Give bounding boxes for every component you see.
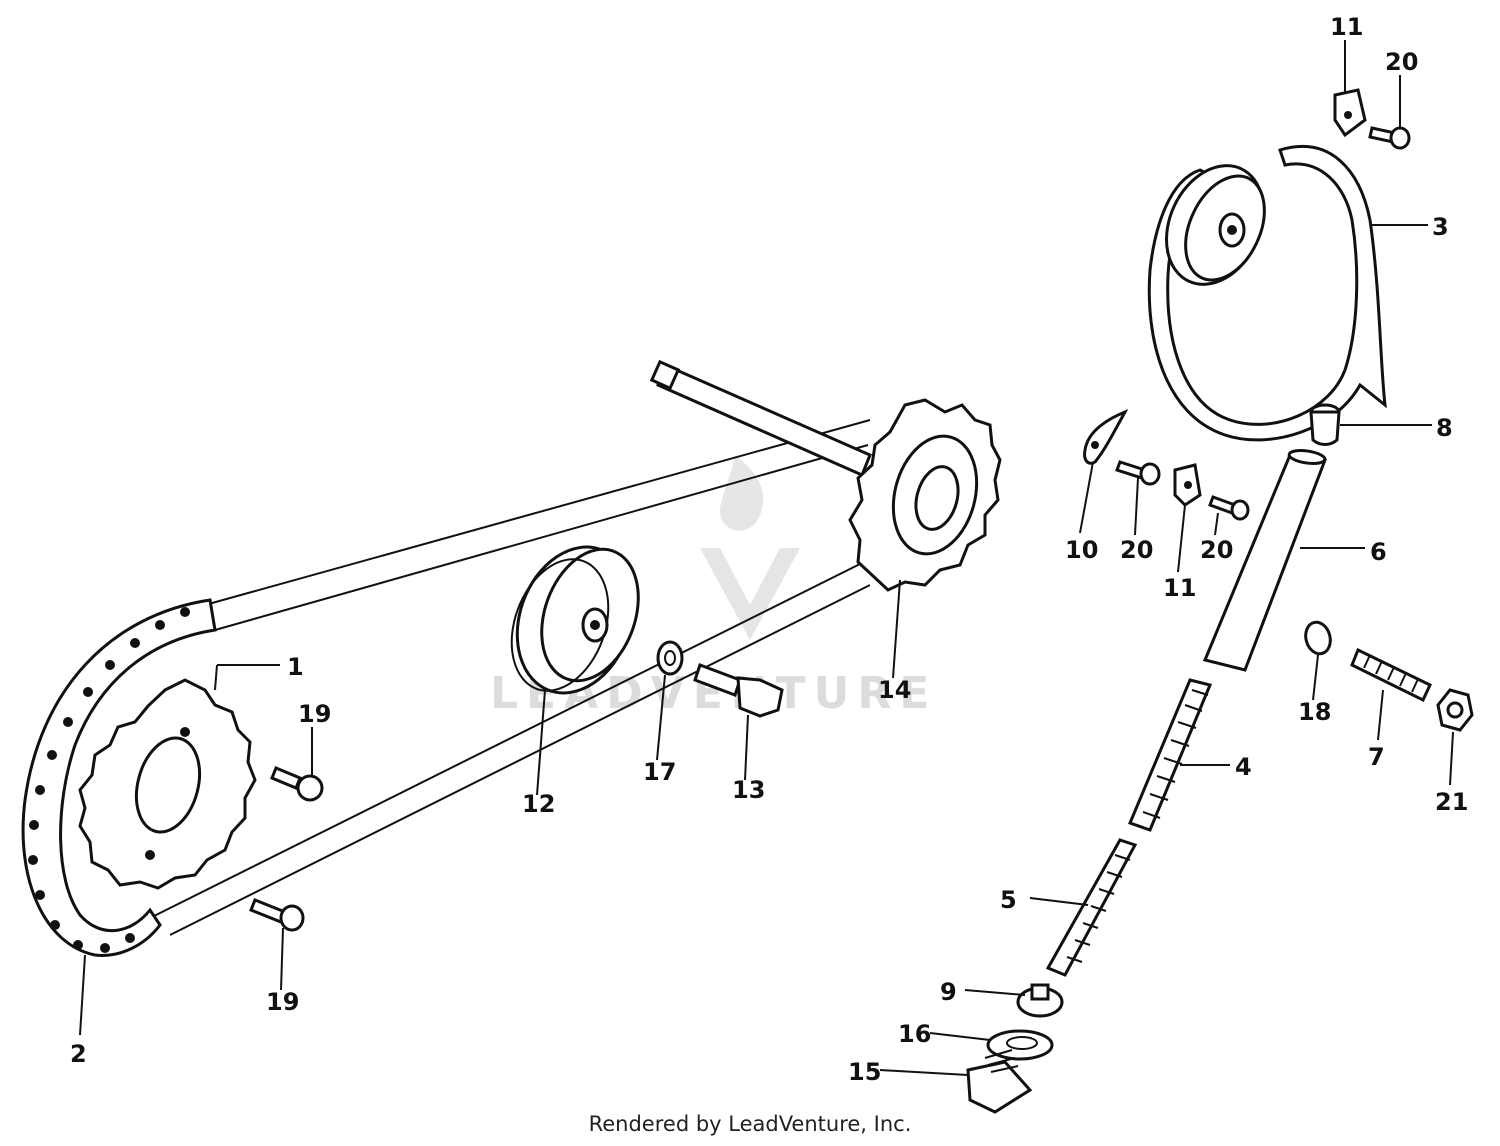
- callout-20-right: 20: [1200, 536, 1233, 564]
- callout-3: 3: [1432, 213, 1449, 241]
- callouts: 1 2 3 4 5 6 7 8 9 10 11 11 12 13 14 15 1…: [70, 13, 1468, 1086]
- tensioner-arm: [1147, 145, 1387, 442]
- callout-12: 12: [522, 790, 555, 818]
- callout-4: 4: [1235, 753, 1252, 781]
- callout-11-lower: 11: [1163, 574, 1196, 602]
- chain-roller: [510, 545, 640, 695]
- nut-9: [1016, 983, 1064, 1018]
- callout-19-lower: 19: [266, 988, 299, 1016]
- cap-8: [1309, 403, 1341, 446]
- callout-13: 13: [732, 776, 765, 804]
- washer-17: [656, 640, 684, 676]
- callout-11-upper: 11: [1330, 13, 1363, 41]
- bolt-20-upper: [1368, 126, 1411, 150]
- bolt-15: [966, 1049, 1033, 1114]
- adjuster-7: [1350, 647, 1432, 703]
- washer-18: [1304, 620, 1332, 656]
- callout-9: 9: [940, 978, 957, 1006]
- spring-5: [1045, 838, 1138, 977]
- driven-sprocket-shaft: [649, 359, 1002, 592]
- callout-21: 21: [1435, 788, 1468, 816]
- callout-19-upper: 19: [298, 700, 331, 728]
- callout-8: 8: [1436, 414, 1453, 442]
- callout-17: 17: [643, 758, 676, 786]
- callout-2: 2: [70, 1040, 87, 1068]
- callout-14: 14: [878, 676, 911, 704]
- callout-7: 7: [1368, 743, 1385, 771]
- nut-21: [1436, 688, 1474, 732]
- plate-11-lower: [1173, 463, 1202, 507]
- callout-16: 16: [898, 1020, 931, 1048]
- plate-10: [1083, 409, 1129, 465]
- bolt-19-lower: [249, 898, 305, 932]
- bolt-20-left: [1115, 460, 1161, 486]
- bolt-20-right: [1208, 495, 1250, 521]
- drive-chain: [21, 419, 871, 957]
- callout-15: 15: [848, 1058, 881, 1086]
- callout-18: 18: [1298, 698, 1331, 726]
- tube-6: [1202, 449, 1328, 672]
- callout-6: 6: [1370, 538, 1387, 566]
- callout-1: 1: [287, 653, 304, 681]
- callout-20-upper: 20: [1385, 48, 1418, 76]
- bolt-19-upper: [270, 766, 324, 802]
- footer-credit: Rendered by LeadVenture, Inc.: [588, 1112, 912, 1136]
- bolt-13: [693, 663, 784, 718]
- leader-lines: [79, 40, 1454, 1076]
- spring-4: [1128, 678, 1213, 832]
- plate-11-upper: [1333, 88, 1367, 138]
- callout-20-left: 20: [1120, 536, 1153, 564]
- drive-sprocket: [78, 678, 257, 890]
- callout-10: 10: [1065, 536, 1098, 564]
- callout-5: 5: [1000, 886, 1017, 914]
